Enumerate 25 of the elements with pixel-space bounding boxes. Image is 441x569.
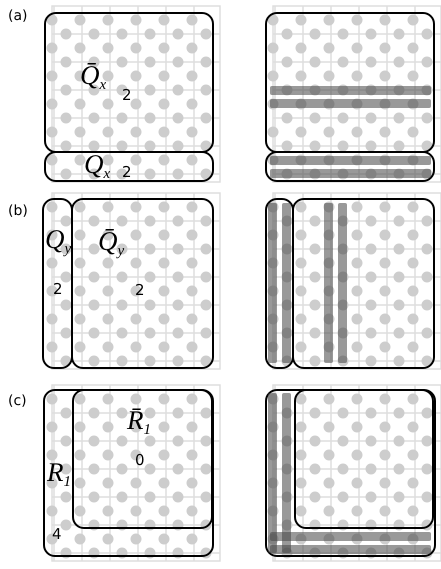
panel-label: (c) — [8, 393, 27, 409]
count-label: 4 — [52, 527, 62, 542]
panel-label: (b) — [8, 203, 28, 219]
region-box — [71, 198, 214, 369]
region-box — [265, 12, 435, 153]
region-symbol: Q̄$_{y}$ — [98, 228, 124, 259]
region-symbol: Q$_{x}$ — [84, 151, 110, 182]
region-box — [292, 198, 435, 369]
region-box — [44, 12, 214, 153]
panel-label: (a) — [8, 8, 28, 24]
region-symbol: Q̄$_{x}$ — [80, 62, 106, 93]
region-box — [72, 389, 213, 529]
region-symbol: Q$_{y}$ — [45, 226, 72, 257]
region-symbol: R$_{1}$ — [47, 459, 71, 490]
region-box — [265, 151, 435, 182]
count-label: 2 — [53, 282, 63, 297]
region-symbol: R̄$_{1}$ — [127, 407, 151, 438]
count-label: 2 — [135, 283, 145, 298]
region-box — [44, 151, 214, 182]
region-box — [42, 198, 73, 369]
count-label: 2 — [122, 88, 132, 103]
count-label: 2 — [122, 165, 132, 180]
count-label: 0 — [135, 453, 145, 468]
region-box — [294, 389, 434, 529]
region-box — [265, 198, 294, 369]
